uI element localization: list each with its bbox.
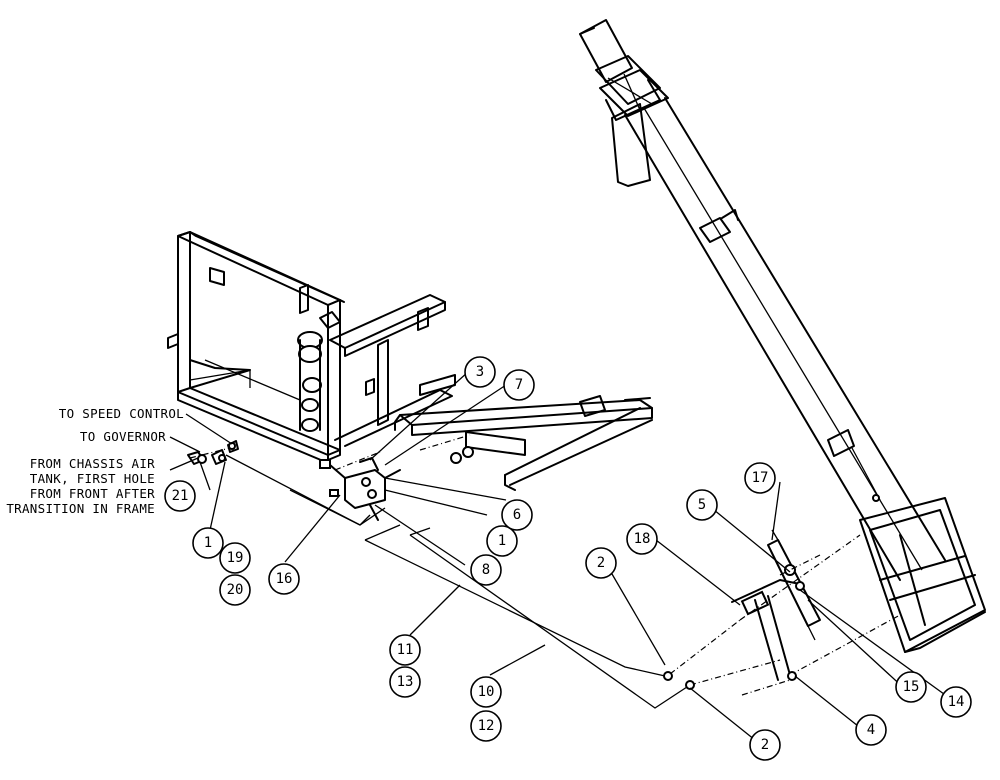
callout-label: 16 xyxy=(276,571,293,587)
callout-bubble: 7 xyxy=(503,369,535,401)
callout-label: 5 xyxy=(698,497,706,513)
callout-bubble: 17 xyxy=(744,462,776,494)
callouts: 1 1 2 2 3 4 5 xyxy=(164,356,972,761)
note-chassis-line4: TRANSITION IN FRAME xyxy=(6,501,155,516)
callout-bubble: 4 xyxy=(855,714,887,746)
callout-label: 2 xyxy=(597,555,605,571)
callout-label: 12 xyxy=(478,718,495,734)
callout-bubble: 8 xyxy=(470,554,502,586)
leader-lines xyxy=(169,371,956,741)
callout-bubble: 21 xyxy=(164,480,196,512)
callout-label: 8 xyxy=(482,562,490,578)
callout-bubble: 13 xyxy=(389,666,421,698)
note-chassis-line1: FROM CHASSIS AIR xyxy=(30,456,155,471)
callout-label: 2 xyxy=(761,737,769,753)
callout-label: 20 xyxy=(227,582,244,598)
note-chassis-line3: FROM FRONT AFTER xyxy=(30,486,155,501)
callout-label: 4 xyxy=(867,722,875,738)
pivot-stack xyxy=(297,331,323,432)
note-speed-control: TO SPEED CONTROL xyxy=(59,406,184,421)
callout-label: 21 xyxy=(172,488,189,504)
callout-label: 13 xyxy=(397,674,414,690)
callout-bubble: 10 xyxy=(470,676,502,708)
callout-bubble: 5 xyxy=(686,489,718,521)
callout-label: 1 xyxy=(498,533,506,549)
callout-bubble: 1 xyxy=(192,527,224,559)
chassis-frame xyxy=(167,231,456,464)
boom-mount-frame xyxy=(394,395,653,491)
note-governor: TO GOVERNOR xyxy=(80,429,166,444)
callout-bubble: 16 xyxy=(268,563,300,595)
callout-bubble: 18 xyxy=(626,523,658,555)
auger-tube xyxy=(579,19,986,653)
callout-bubble: 12 xyxy=(470,710,502,742)
valve-assembly xyxy=(319,457,401,521)
callout-bubble: 3 xyxy=(464,356,496,388)
callout-bubble: 11 xyxy=(389,634,421,666)
callout-bubble: 14 xyxy=(940,686,972,718)
air-fittings xyxy=(187,440,239,465)
callout-label: 15 xyxy=(903,679,920,695)
notes: TO SPEED CONTROL TO GOVERNOR FROM CHASSI… xyxy=(6,406,233,516)
callout-label: 7 xyxy=(515,377,523,393)
cylinder-assembly xyxy=(731,529,821,681)
callout-label: 6 xyxy=(513,507,521,523)
callout-bubble: 2 xyxy=(749,729,781,761)
callout-label: 11 xyxy=(397,642,414,658)
callout-label: 19 xyxy=(227,550,244,566)
callout-bubble: 2 xyxy=(585,547,617,579)
note-chassis-line2: TANK, FIRST HOLE xyxy=(30,471,155,486)
callout-label: 10 xyxy=(478,684,495,700)
callout-bubble: 15 xyxy=(895,671,927,703)
callout-bubble: 1 xyxy=(486,525,518,557)
callout-label: 14 xyxy=(948,694,965,710)
callout-bubble: 6 xyxy=(501,499,533,531)
callout-bubble: 20 xyxy=(219,574,251,606)
callout-bubble: 19 xyxy=(219,542,251,574)
callout-label: 3 xyxy=(476,364,484,380)
callout-label: 17 xyxy=(752,470,769,486)
callout-label: 1 xyxy=(204,535,212,551)
callout-label: 18 xyxy=(634,531,651,547)
